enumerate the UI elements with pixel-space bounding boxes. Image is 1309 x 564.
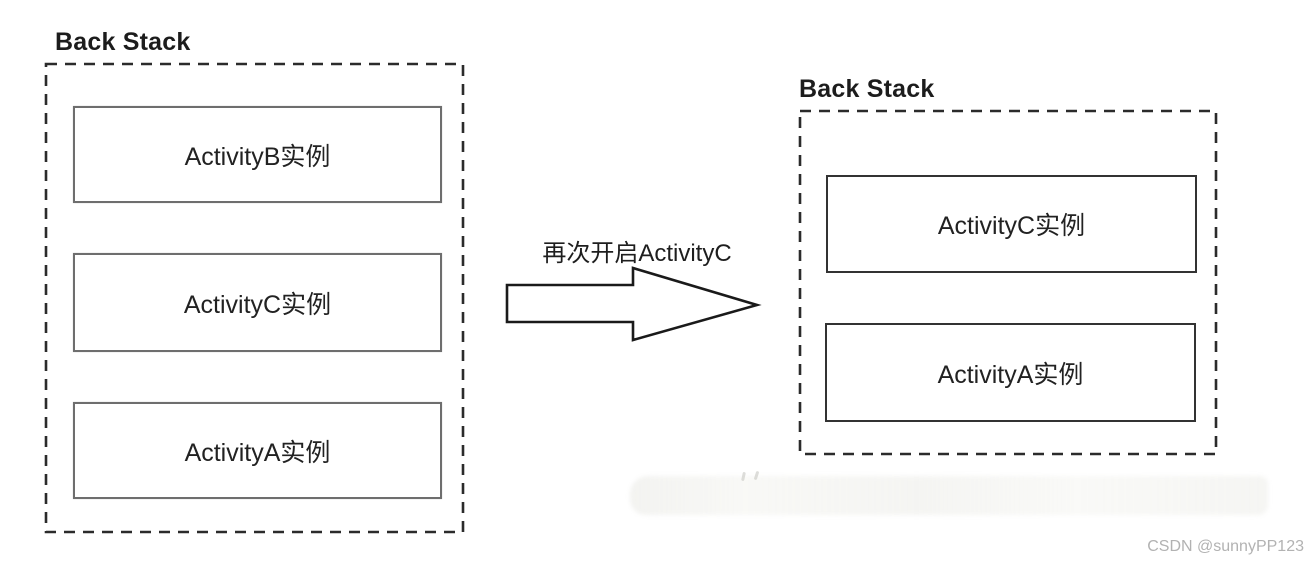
right-backstack-title: Back Stack [799, 75, 935, 103]
blurred-watermark-smudge [630, 476, 1268, 515]
activity-box-c-left: ActivityC实例 [73, 253, 442, 352]
left-backstack-dashed-container [44, 62, 465, 534]
block-arrow-right-icon [505, 266, 762, 342]
activity-box-a-left-label: ActivityA实例 [184, 438, 331, 467]
activity-box-a-left: ActivityA实例 [73, 402, 442, 499]
activity-box-c-right-label: ActivityC实例 [937, 212, 1086, 240]
activity-box-c-left-label: ActivityC实例 [183, 290, 332, 319]
activity-box-b: ActivityB实例 [73, 106, 442, 203]
activity-box-a-right-label: ActivityA实例 [937, 360, 1084, 389]
activity-box-b-label: ActivityB实例 [184, 142, 331, 171]
csdn-watermark: CSDN @sunnyPP123 [1147, 538, 1304, 555]
activity-box-a-right: ActivityA实例 [825, 323, 1196, 422]
activity-box-c-right: ActivityC实例 [826, 175, 1197, 273]
left-backstack-title: Back Stack [55, 28, 191, 56]
transition-label: 再次开启ActivityC [542, 240, 732, 267]
